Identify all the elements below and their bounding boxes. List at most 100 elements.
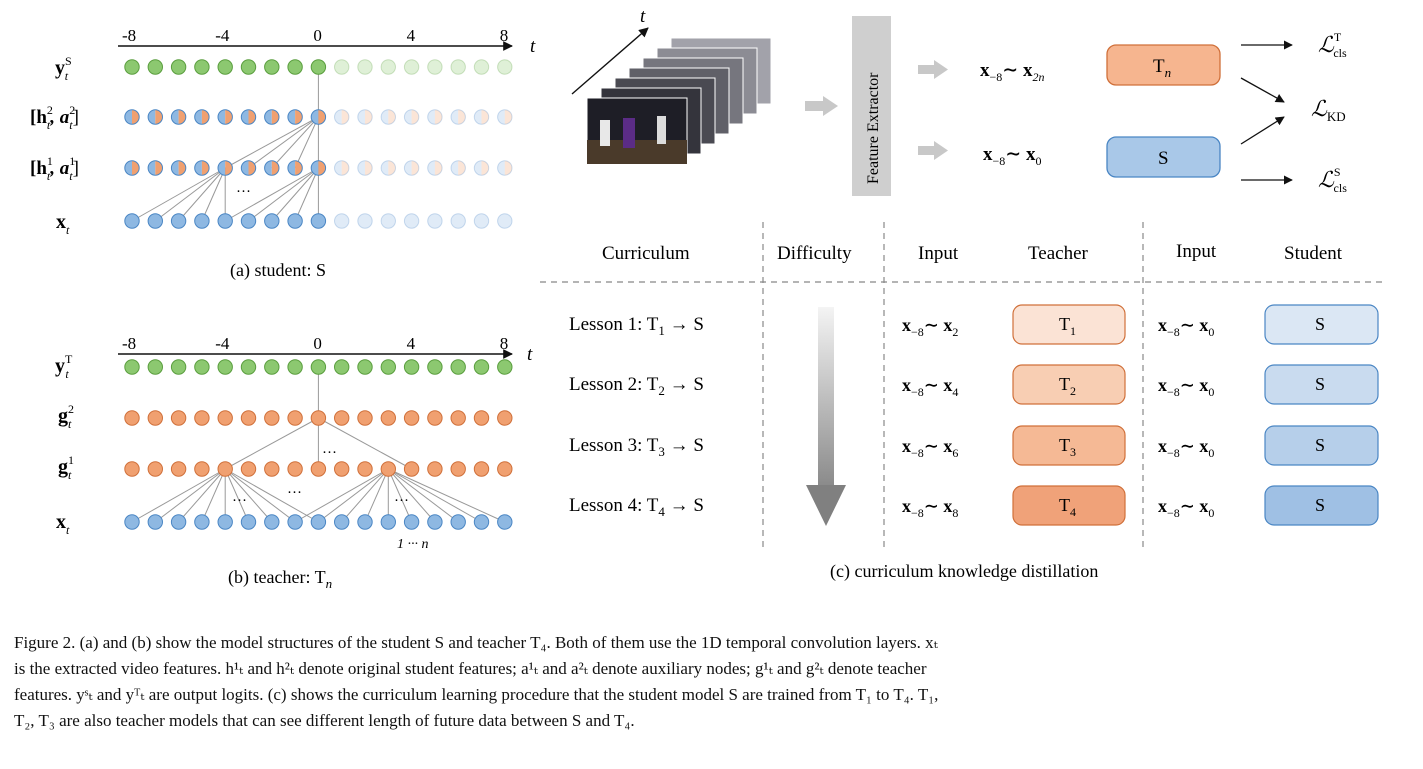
arrow-teacher-to-kd [1240, 77, 1285, 103]
node-g2 [124, 410, 140, 426]
node-h2-a2-right [155, 109, 163, 125]
student-cell-label: S [1315, 374, 1325, 394]
label-x-teacher: xt [56, 511, 70, 537]
node-x-teacher [403, 514, 420, 530]
node-h1-a1-right [132, 160, 140, 176]
node-h2-a2-left [171, 109, 179, 125]
node-y-teacher [380, 359, 396, 375]
node-h2-a2-ring [170, 109, 187, 125]
teacher-cell-label: T4 [1059, 495, 1076, 519]
student-input-range: x−8∼ x0 [983, 144, 1041, 168]
tick-label: 4 [407, 26, 416, 45]
node-h2-a2-ring [473, 109, 490, 125]
node-x-teacher [310, 514, 327, 530]
node-h2-a2-left [218, 109, 226, 125]
conn-b [388, 468, 482, 523]
node-x-teacher [217, 514, 233, 530]
node-y-student [473, 59, 490, 75]
player-purple [623, 118, 635, 148]
node-h2-a2-ring [147, 109, 164, 125]
node-h2-a2-ring [217, 109, 233, 125]
lesson-label: Lesson 4: T4 → S [569, 495, 704, 519]
node-y-teacher [334, 359, 350, 375]
conn-b [364, 468, 389, 523]
node-h1-a1-ring [147, 160, 164, 176]
student-cell-label: S [1315, 495, 1325, 515]
header-difficulty: Difficulty [777, 243, 852, 264]
node-h2-a2-ring [264, 109, 280, 125]
student-cell-box [1264, 485, 1379, 526]
node-h1-a1-ring [334, 160, 350, 176]
student-model-box [1106, 136, 1221, 178]
node-h1-a1-left [124, 160, 132, 176]
node-h1-a1-ring [170, 160, 187, 176]
conn-b [131, 468, 226, 523]
node-g2 [240, 410, 257, 426]
node-h1-a1-right [248, 160, 256, 176]
conn-b [341, 468, 389, 523]
conn-b [224, 468, 296, 523]
node-h1-a1-left [218, 160, 226, 176]
panel-a-axis-symbol: t [530, 36, 536, 57]
tick-label: -4 [215, 334, 230, 353]
node-h1-a1-right [504, 160, 512, 176]
panel-a-ellipsis: ··· [236, 184, 251, 200]
node-h1-a1-left [427, 160, 435, 176]
node-x-student [403, 213, 420, 229]
node-h2-a2-left [124, 109, 132, 125]
node-h2-a2-right [341, 109, 349, 125]
teacher-cell-box [1012, 304, 1126, 345]
node-y-student [217, 59, 233, 75]
node-y-student [287, 59, 303, 75]
node-h1-a1-right [271, 160, 279, 176]
tick-label: 0 [313, 26, 322, 45]
caption-line-3: features. yˢₜ and yᵀₜ are output logits.… [14, 685, 939, 704]
panel-c-caption: (c) curriculum knowledge distillation [830, 561, 1098, 582]
panel-b-caption: (b) teacher: Tn [228, 567, 332, 591]
tick-label: 0 [313, 334, 322, 353]
node-g2 [264, 410, 280, 426]
panel-b-ellipsis-left: ··· [232, 493, 247, 509]
node-h1-a1-left [264, 160, 272, 176]
node-g1 [264, 461, 280, 477]
node-h2-a2-right [295, 109, 303, 125]
node-g2 [217, 410, 233, 426]
conn-b [388, 468, 506, 523]
conn-b [318, 417, 412, 470]
caption-line-2: is the extracted video features. h¹ₜ and… [14, 659, 927, 678]
node-h2-a2-left [334, 109, 342, 125]
node-y-student [124, 59, 140, 75]
node-h1-a1-ring [357, 160, 373, 176]
node-y-student [194, 59, 210, 75]
node-h1-a1-right [201, 160, 210, 176]
teacher-input-cell: x−8∼ x2 [902, 315, 958, 339]
tick-label: 4 [407, 334, 416, 353]
node-h1-a1-left [241, 160, 249, 176]
node-h1-a1-left [497, 160, 505, 176]
node-y-student [310, 59, 327, 75]
time-arrow [571, 27, 649, 95]
node-h2-a2-ring [240, 109, 257, 125]
node-x-teacher [380, 514, 396, 530]
node-g2 [427, 410, 443, 426]
node-h1-a1-right [155, 160, 163, 176]
node-x-student [124, 213, 140, 229]
node-h1-a1-ring [287, 160, 303, 176]
student-input-cell: x−8∼ x0 [1158, 496, 1214, 520]
node-h2-a2-ring [334, 109, 350, 125]
conn-b [387, 468, 413, 523]
node-g2 [194, 410, 210, 426]
node-y-teacher [403, 359, 420, 375]
player-white-2 [657, 116, 666, 144]
student-cell-box [1264, 304, 1379, 345]
node-x-teacher [124, 514, 140, 530]
conn-a [271, 167, 319, 222]
node-h2-a2-ring [403, 109, 420, 125]
conn-b [154, 468, 226, 523]
node-x-student [170, 213, 187, 229]
node-x-student [194, 213, 210, 229]
